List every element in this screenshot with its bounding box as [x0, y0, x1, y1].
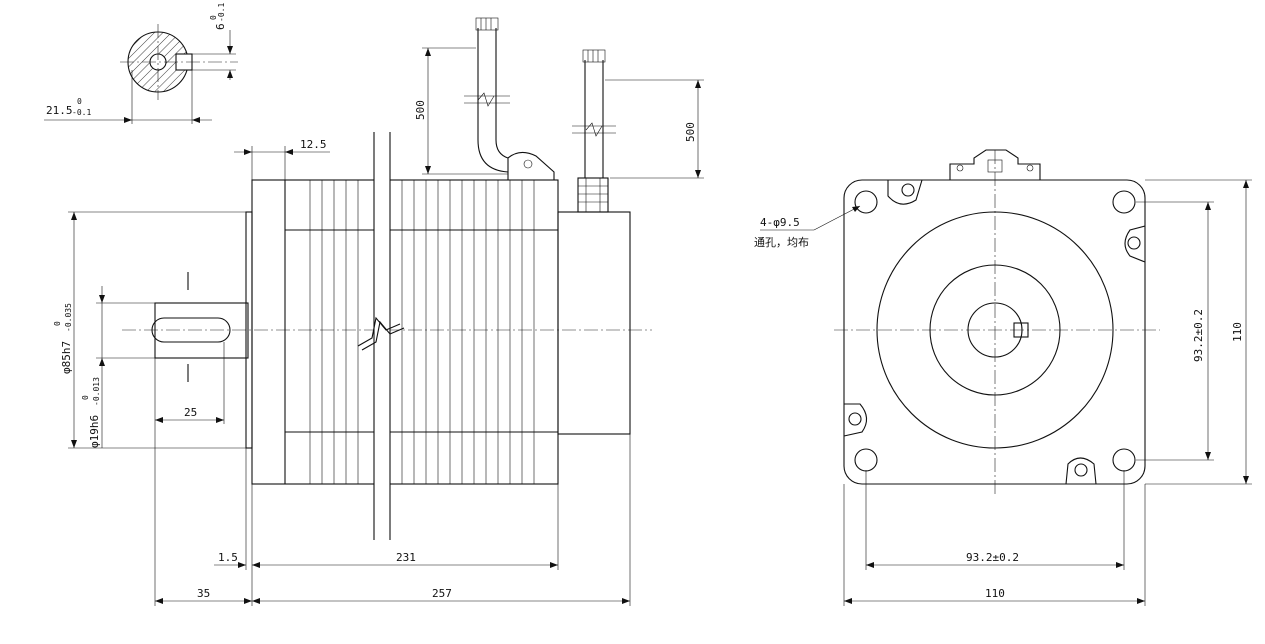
- lead-length-2-label: 500: [684, 122, 697, 142]
- motor-body: [251, 132, 559, 540]
- width-label: 110: [985, 587, 1005, 600]
- lead-length-1-label: 500: [414, 100, 427, 120]
- hole-callout: 4-φ9.5: [760, 216, 800, 229]
- pilot-diameter-label: φ85h7: [60, 341, 73, 374]
- pilot-circle: [929, 264, 1061, 396]
- pilot-tol-lower: -0.035: [64, 303, 73, 332]
- encoder-lead: [572, 49, 616, 178]
- shaft-diameter-label: φ19h6: [88, 415, 101, 448]
- end-view: 4-φ9.5 通孔，均布 93.2±0.2 110 93.2±0.2 110: [754, 149, 1252, 606]
- side-view: 500 500 12.5 φ85h7 0 -0.035 φ: [53, 17, 704, 606]
- tapped-holes: [843, 179, 1146, 485]
- total-length-label: 257: [432, 587, 452, 600]
- key-depth-dim: 6: [214, 23, 227, 30]
- cable-gland: [577, 177, 609, 213]
- shaft-end: [967, 302, 1023, 358]
- shaft: [151, 272, 249, 382]
- flange-thickness-label: 1.5: [218, 551, 238, 564]
- height-label: 110: [1231, 322, 1244, 342]
- key-length-label: 25: [184, 406, 197, 419]
- shaft-key: [1013, 322, 1029, 338]
- key-depth-tol-lower: -0.1: [217, 3, 226, 22]
- flange-step-label: 12.5: [300, 138, 327, 151]
- flat-dim: 21.5: [46, 104, 73, 117]
- shaft-tol-lower: -0.013: [92, 377, 101, 406]
- power-lead: [464, 17, 510, 173]
- encoder-housing: [557, 211, 631, 435]
- pilot-tol-upper: 0: [53, 321, 62, 326]
- shaft-section-view: 6 0 -0.1 21.5 0 -0.1: [44, 3, 238, 124]
- key-depth-tol-upper: 0: [209, 15, 218, 20]
- bolt-pitch-horizontal-label: 93.2±0.2: [966, 551, 1019, 564]
- flat-tol-upper: 0: [77, 97, 82, 106]
- shaft-length-label: 35: [197, 587, 210, 600]
- flat-tol-lower: -0.1: [72, 108, 91, 117]
- hole-note: 通孔，均布: [754, 236, 809, 249]
- bolt-pitch-vertical-label: 93.2±0.2: [1192, 309, 1205, 362]
- end-plate: [843, 179, 1146, 485]
- lead-terminal-block: [507, 151, 555, 181]
- shaft-tol-upper: 0: [81, 395, 90, 400]
- body-length-label: 231: [396, 551, 416, 564]
- flange-bore: [876, 211, 1114, 449]
